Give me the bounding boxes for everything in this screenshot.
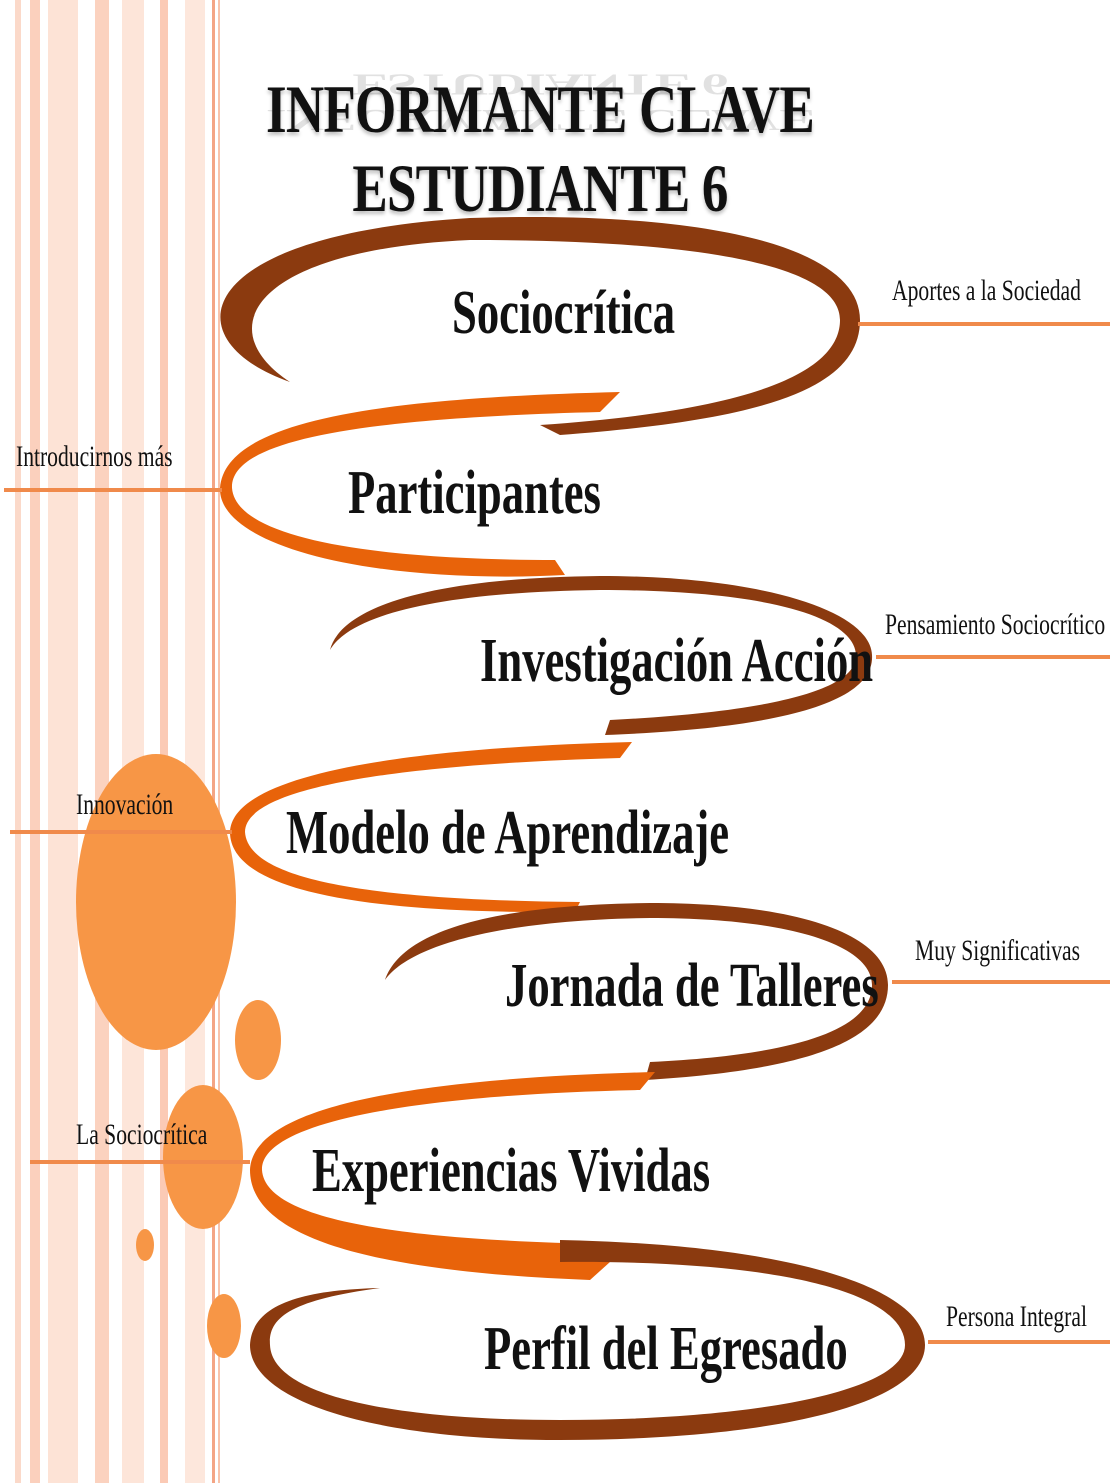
- stripe: [95, 0, 109, 1483]
- connector-line: [876, 655, 1110, 659]
- connector-line: [928, 1340, 1110, 1344]
- circle-small: [207, 1294, 241, 1358]
- node-label-investigacion: Investigación Acción: [480, 627, 874, 695]
- stripe: [48, 0, 78, 1483]
- node-label-jornada: Jornada de Talleres: [505, 952, 879, 1020]
- side-label-introducirnos: Introducirnos más: [16, 440, 173, 473]
- connector-line: [858, 322, 1110, 326]
- circle-small: [136, 1229, 154, 1261]
- stripe: [15, 0, 21, 1483]
- page-title: INFORMANTE CLAVE ESTUDIANTE 6: [266, 71, 815, 226]
- stripe: [160, 0, 168, 1483]
- circle-large: [76, 754, 236, 1050]
- node-label-perfil: Perfil del Egresado: [484, 1315, 848, 1383]
- node-label-modelo: Modelo de Aprendizaje: [286, 799, 730, 867]
- circle-medium: [163, 1085, 243, 1229]
- ring-experiencias: [250, 1072, 655, 1280]
- stripe: [30, 0, 40, 1483]
- circle-medium: [235, 1000, 281, 1080]
- node-label-participantes: Participantes: [348, 459, 601, 527]
- node-label-experiencias: Experiencias Vividas: [312, 1137, 711, 1205]
- stripe: [218, 0, 220, 1483]
- ring-participantes: [219, 392, 620, 577]
- title-reflection: INFORMANTE CLAVE ESTUDIANTE 6: [266, 67, 814, 138]
- connector-line: [10, 830, 232, 834]
- connector-line: [892, 980, 1110, 984]
- side-label-significativas: Muy Significativas: [915, 934, 1080, 967]
- connector-line: [30, 1160, 250, 1164]
- node-label-sociocritica: Sociocrítica: [452, 279, 676, 347]
- side-label-aportes: Aportes a la Sociedad: [892, 274, 1081, 307]
- side-label-pensamiento: Pensamiento Sociocrítico: [885, 608, 1106, 641]
- stripe: [122, 0, 144, 1483]
- stripe: [212, 0, 215, 1483]
- side-label-sociocritica: La Sociocrítica: [76, 1118, 208, 1151]
- connector-line: [4, 488, 222, 492]
- side-label-innovacion: Innovación: [76, 788, 174, 821]
- side-label-persona: Persona Integral: [946, 1300, 1087, 1333]
